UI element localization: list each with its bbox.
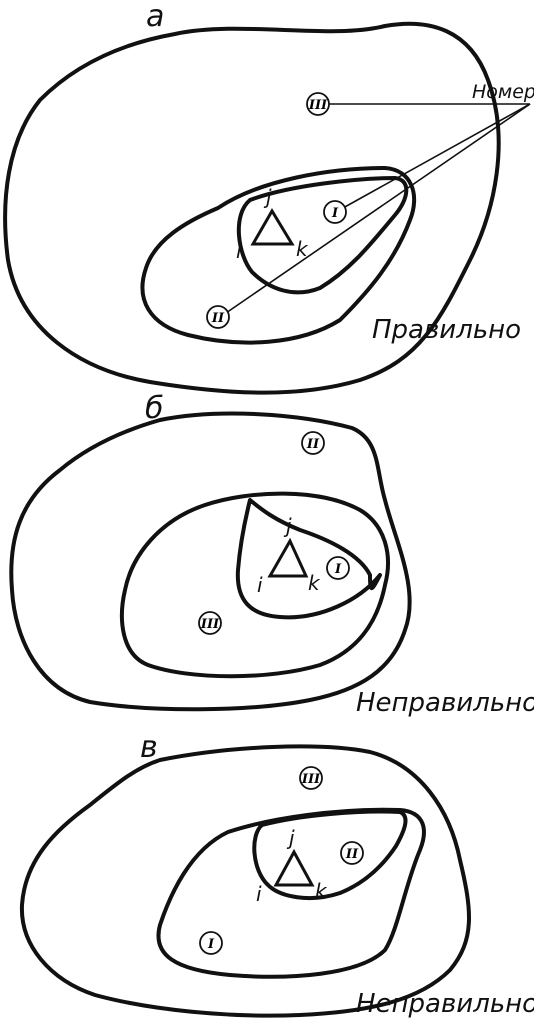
panel-a-caption: Правильно (372, 315, 521, 345)
panel-a-zone-outer-number: III (308, 98, 328, 113)
panel-c-zone-outer-marker (299, 766, 323, 790)
panel-b-element-triangle (267, 537, 309, 578)
panel-c-letter: в (140, 730, 158, 765)
panel-b: б j i k I II III Неправильно (9, 391, 534, 718)
panel-a-zone-outer-marker (306, 92, 330, 116)
panel-b-letter: б (145, 391, 164, 426)
panel-c-outer-contour (19, 744, 471, 1018)
panel-b-inner-contour (235, 498, 382, 620)
panel-b-caption: Неправильно (356, 688, 534, 718)
panel-a-zone-middle-marker (206, 305, 230, 329)
panel-a-leader-label: Номер (472, 81, 534, 103)
panel-a-element-triangle (250, 208, 295, 246)
panel-c-zone-outer-number: III (301, 772, 321, 787)
panel-c-vertex-j: j (286, 826, 295, 850)
panel-a-outer-contour (3, 21, 501, 395)
panel-c-zone-inner-number: II (345, 847, 359, 862)
panel-b-middle-contour (119, 491, 390, 679)
panel-a-zone-inner-number: I (331, 206, 339, 221)
panel-a-middle-contour (140, 166, 416, 345)
panel-c: в j i k II III I Неправильно (19, 730, 534, 1019)
panel-a-leader-line-middle (225, 103, 531, 314)
panel-a-vertex-j: j (263, 185, 272, 209)
panel-b-vertex-i: i (257, 573, 263, 597)
panel-c-caption: Неправильно (356, 989, 534, 1019)
panel-b-zone-middle-marker (198, 611, 222, 635)
panel-c-vertex-k: k (315, 879, 328, 903)
panel-a-letter: а (146, 0, 164, 34)
panel-b-zone-inner-marker (326, 556, 350, 580)
panel-a-leader-line-inner (342, 103, 531, 209)
panel-c-vertex-i: i (256, 882, 262, 906)
panel-b-vertex-k: k (308, 571, 321, 595)
panel-b-zone-middle-number: III (200, 617, 220, 632)
panel-c-zone-inner-marker (340, 841, 364, 865)
panel-c-inner-contour (252, 809, 408, 901)
panel-c-zone-middle-number: I (207, 937, 215, 952)
panel-b-outer-contour (9, 411, 412, 712)
panel-b-zone-outer-number: II (306, 437, 320, 452)
panel-a: а Номер j i k III I II Правильно (3, 0, 534, 395)
panel-c-element-triangle (273, 848, 315, 887)
panel-a-vertex-k: k (296, 237, 309, 261)
panel-b-zone-outer-marker (301, 431, 325, 455)
panel-b-zone-inner-number: I (334, 562, 342, 577)
panel-a-zone-middle-number: II (211, 311, 225, 326)
panel-c-zone-middle-marker (199, 931, 223, 955)
panel-a-zone-inner-marker (323, 200, 347, 224)
panel-b-vertex-j: j (283, 514, 292, 538)
panel-a-inner-contour (236, 176, 409, 295)
panel-a-vertex-i: i (236, 239, 242, 263)
